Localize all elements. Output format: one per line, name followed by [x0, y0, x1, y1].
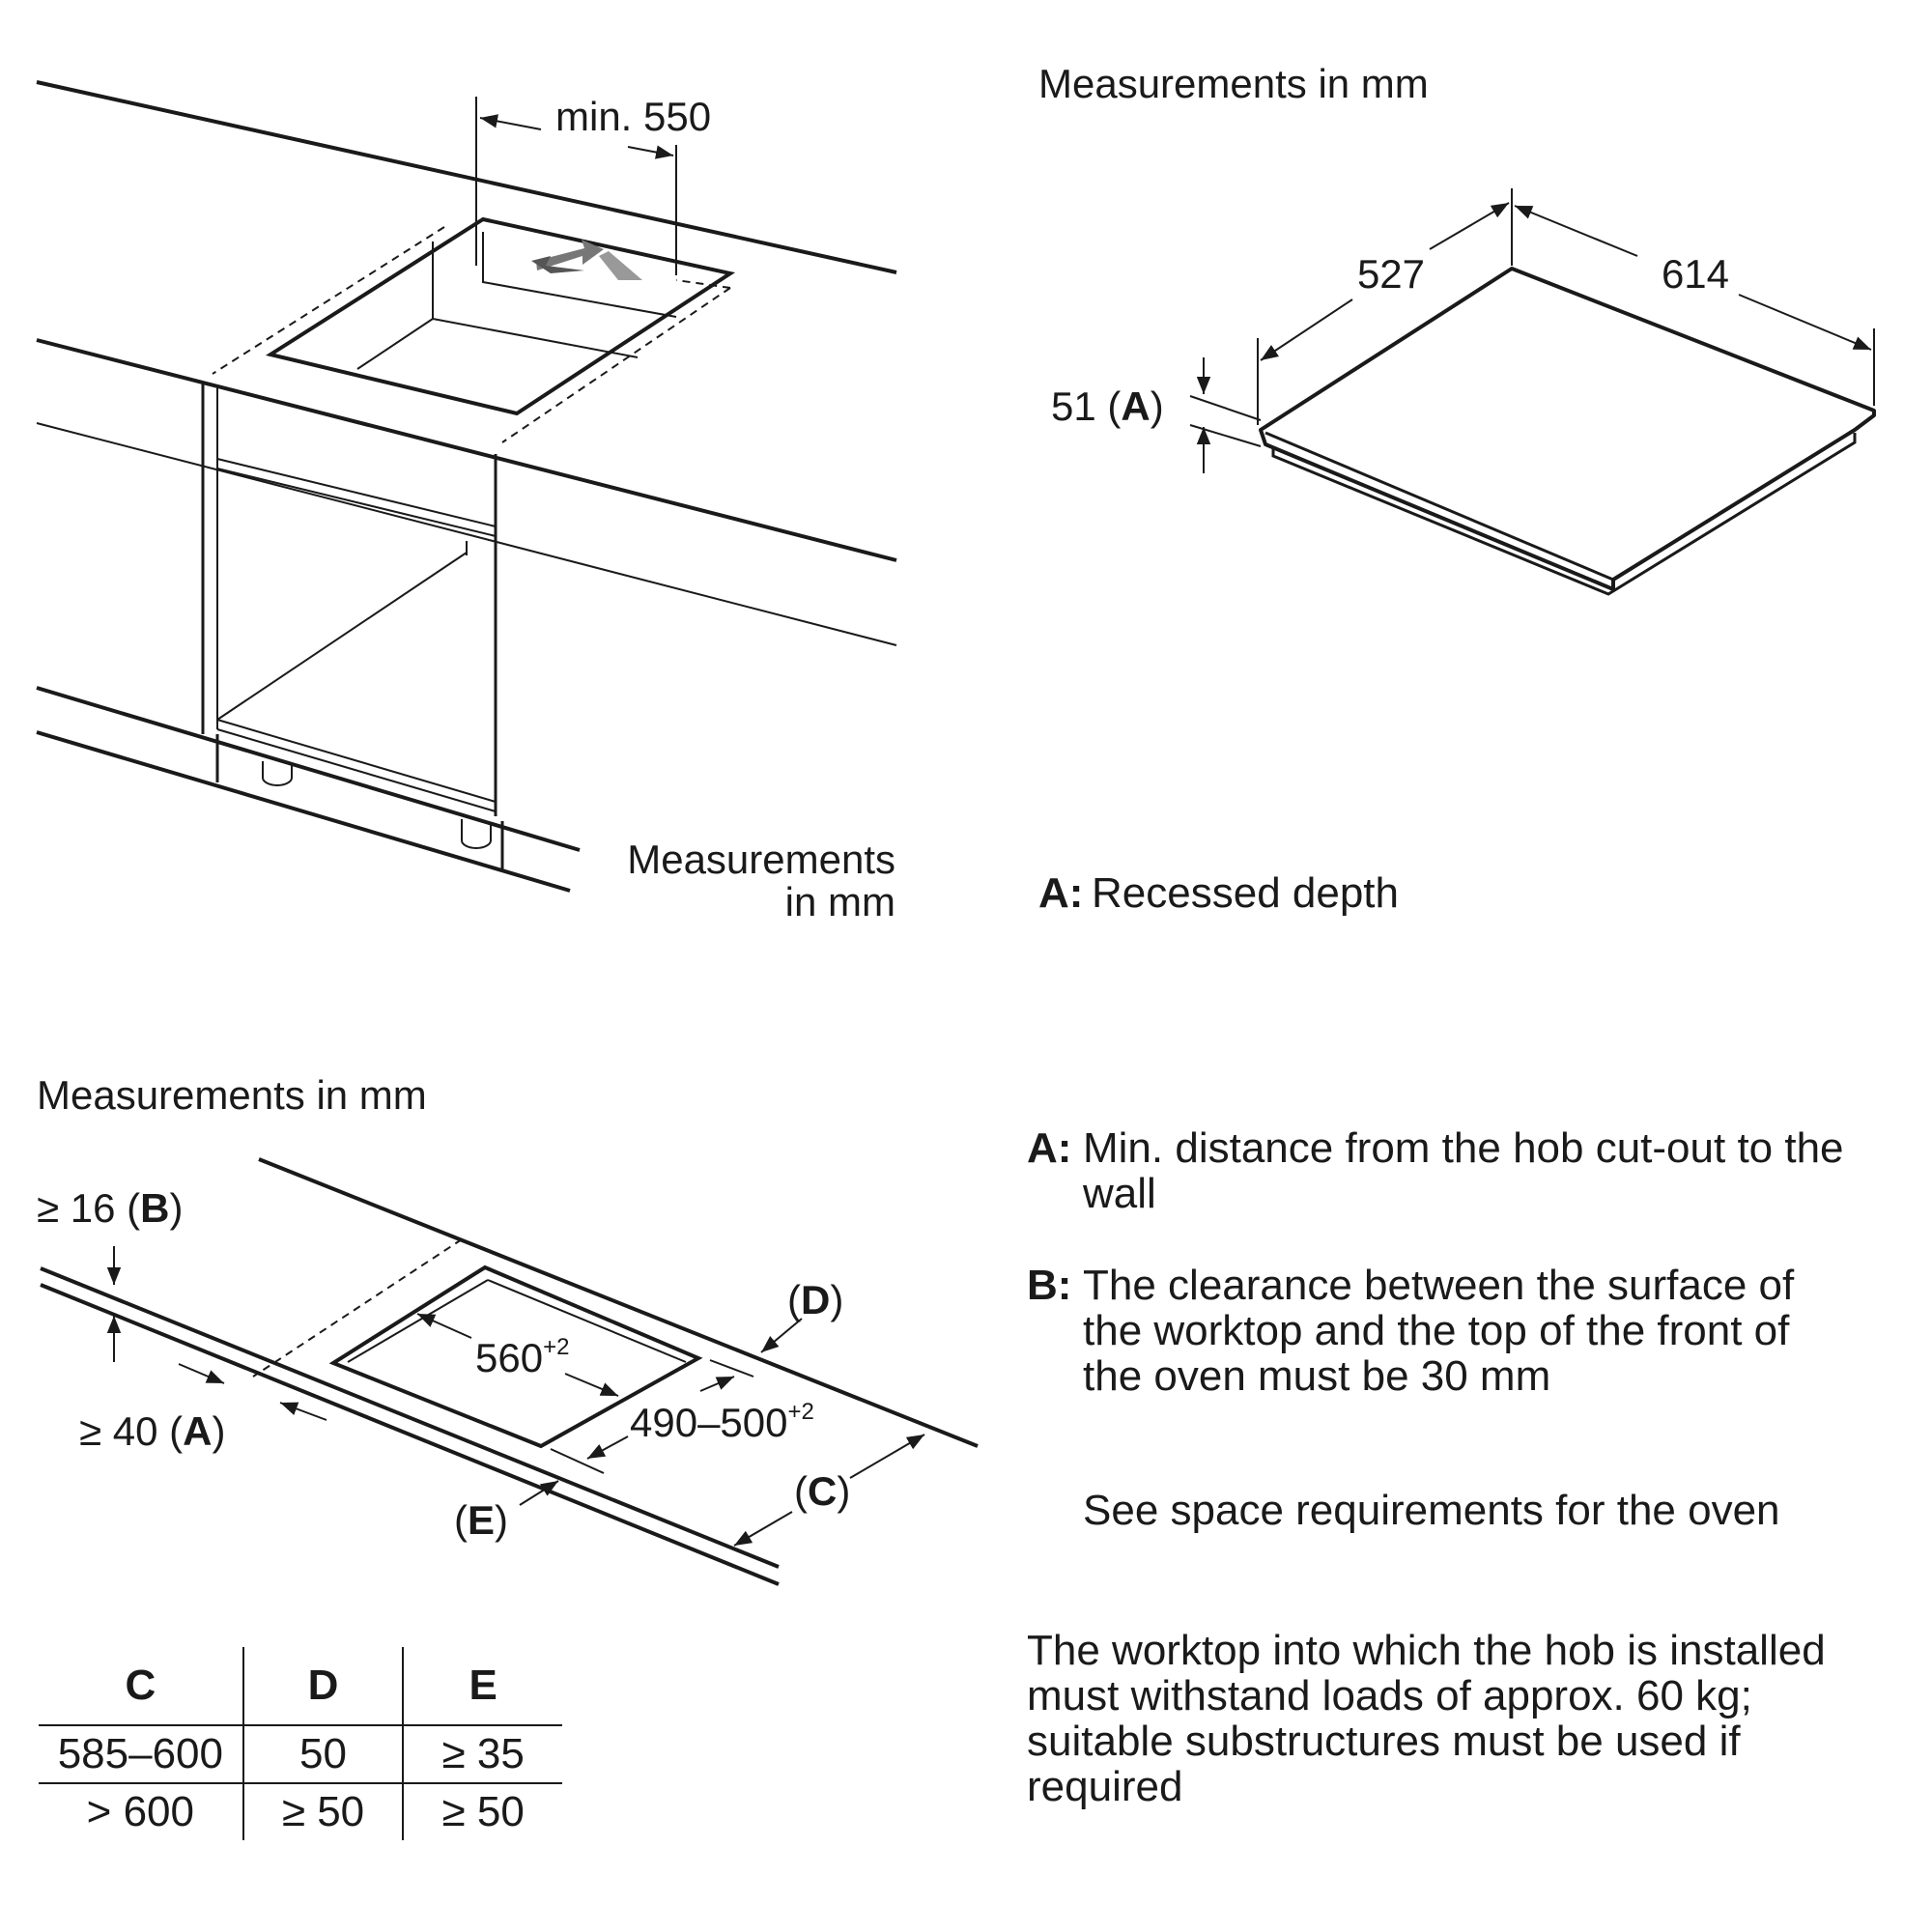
- table-cell: > 600: [39, 1783, 244, 1840]
- legend-text-a: Recessed depth: [1092, 869, 1399, 917]
- panel1-caption-line1: Measurements: [627, 837, 895, 882]
- panel2-header: Measurements in mm: [1038, 61, 1429, 106]
- table-header-e: E: [403, 1647, 562, 1726]
- table-header-c: C: [39, 1647, 244, 1726]
- width-527-label: 527: [1357, 251, 1425, 297]
- table-header-row: C D E: [39, 1647, 562, 1726]
- panel3-header: Measurements in mm: [37, 1072, 427, 1118]
- c-label: (C): [794, 1468, 850, 1514]
- table-cell: 585–600: [39, 1725, 244, 1784]
- note-b-key: B:: [1027, 1262, 1072, 1309]
- table-row: 585–600 50 ≥ 35: [39, 1725, 562, 1784]
- min-550-label: min. 550: [555, 94, 711, 139]
- table-header-d: D: [242, 1647, 405, 1726]
- table-cell: ≥ 35: [403, 1725, 562, 1784]
- recessed-depth-legend: A: Recessed depth: [1038, 870, 1715, 919]
- worktop-cabinet-drawing: min. 550 Measurements in mm: [36, 80, 897, 924]
- note-b: B: The clearance between the surface of …: [1027, 1263, 1858, 1407]
- d-label: (D): [787, 1277, 843, 1322]
- table-cell: 50: [242, 1725, 405, 1784]
- height-51-label: 51 (A): [1051, 384, 1164, 429]
- cutout-depth-label: 490–500+2: [630, 1399, 814, 1445]
- cutout-width-label: 560+2: [475, 1334, 569, 1380]
- clearance-table: C D E 585–600 50 ≥ 35 > 600 ≥ 50 ≥ 50: [39, 1647, 562, 1840]
- legend-key-a: A:: [1038, 869, 1084, 917]
- b-clearance-label: ≥ 16 (B): [37, 1185, 183, 1231]
- load-note: The worktop into which the hob is instal…: [1027, 1627, 1826, 1810]
- note-a: A: Min. distance from the hob cut-out to…: [1027, 1125, 1858, 1222]
- table-cell: ≥ 50: [441, 1788, 525, 1835]
- a-distance-label: ≥ 40 (A): [79, 1408, 225, 1454]
- note-a-key: A:: [1027, 1124, 1072, 1172]
- e-label: (E): [454, 1497, 508, 1543]
- hob-dimensions-drawing: Measurements in mm 527 614 51 (A): [1038, 61, 1876, 596]
- panel1-caption-line2: in mm: [785, 879, 895, 924]
- note-b-text: The clearance between the surface of the…: [1083, 1262, 1795, 1400]
- table-row: > 600 ≥ 50 ≥ 50: [39, 1783, 562, 1840]
- oven-note: See space requirements for the oven: [1083, 1487, 1780, 1534]
- depth-614-label: 614: [1662, 251, 1729, 297]
- note-a-text: Min. distance from the hob cut-out to th…: [1083, 1124, 1844, 1217]
- table-cell: ≥ 50: [242, 1783, 405, 1840]
- cutout-plan-drawing: Measurements in mm ≥ 16 (B) ≥: [37, 1072, 979, 1586]
